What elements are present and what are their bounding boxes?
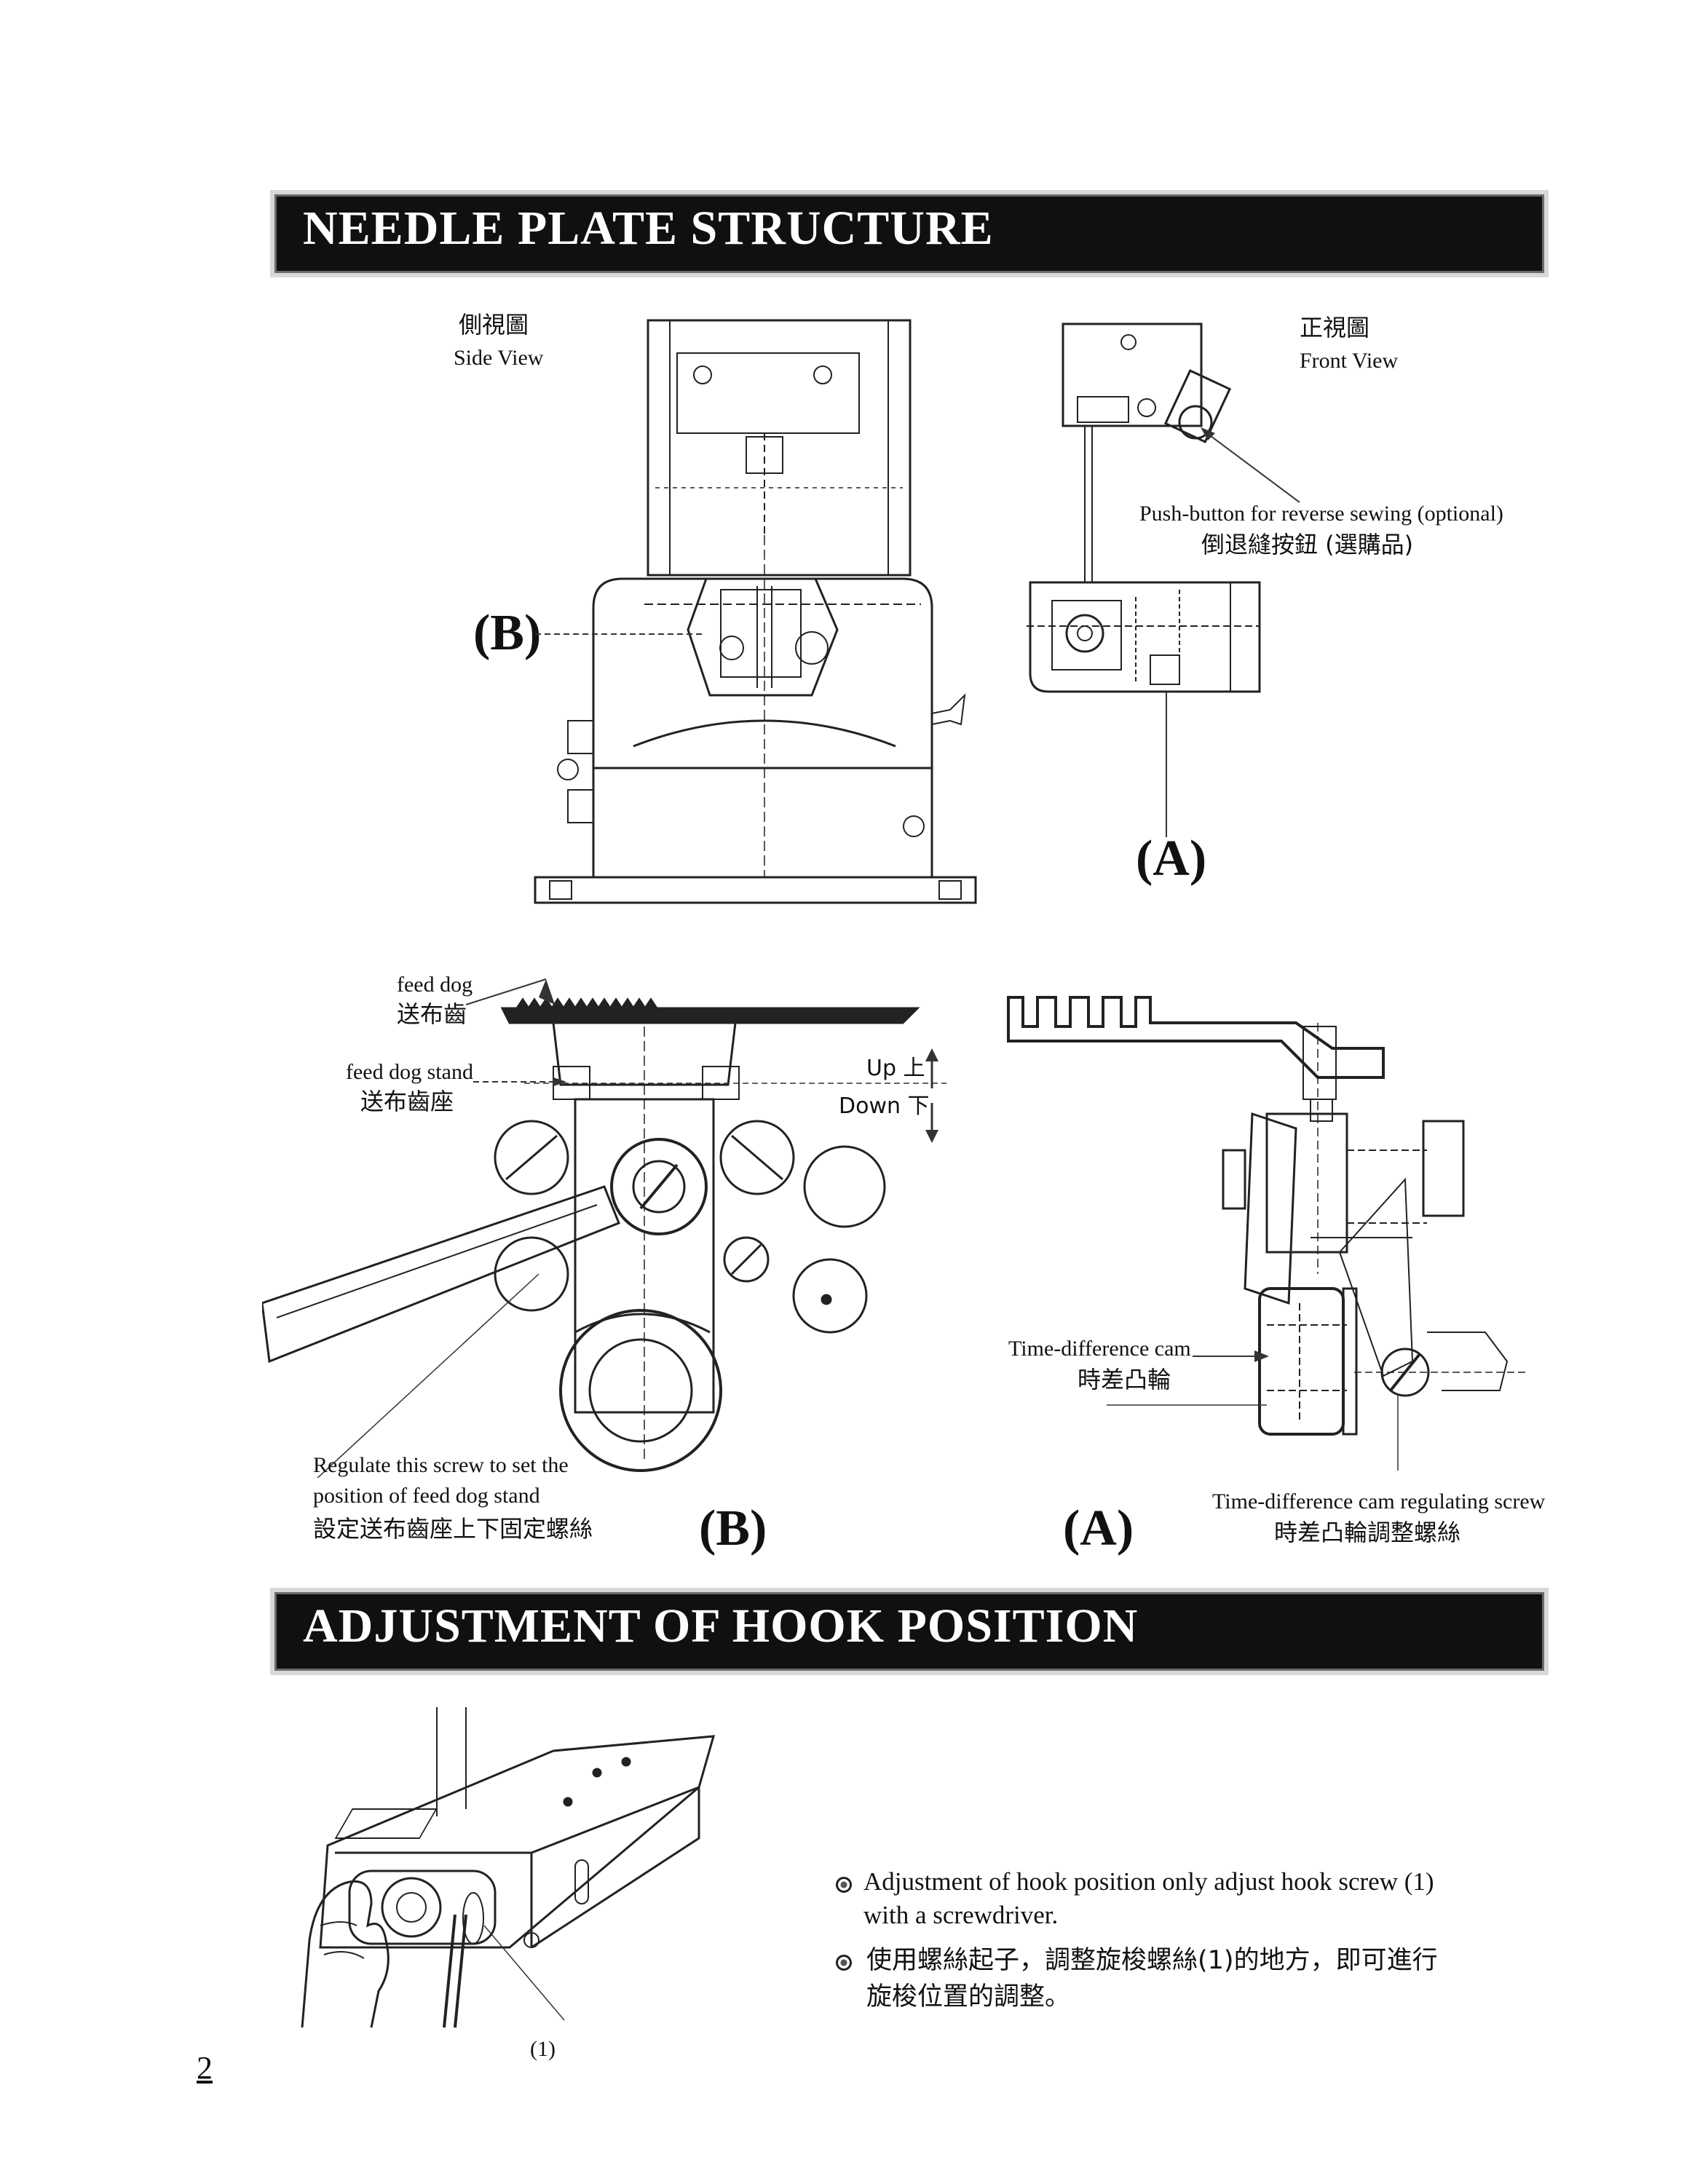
- hook-adjustment-drawing: [291, 1707, 757, 2035]
- detail-b-marker: (B): [699, 1500, 767, 1556]
- section-title-hook-position: ADJUSTMENT OF HOOK POSITION: [274, 1592, 1544, 1671]
- front-view-leader-line: [1166, 692, 1167, 837]
- side-view-label-zh: 側視圖: [459, 311, 529, 339]
- cam-screw-label-zh: 時差凸輪調整螺絲: [1274, 1519, 1461, 1546]
- hook-instruction-en: Adjustment of hook position only adjust …: [863, 1867, 1434, 1929]
- front-view-drawing: [1027, 320, 1267, 713]
- feed-dog-label-zh: 送布齒: [397, 1000, 467, 1028]
- bullet-icon: [836, 1877, 852, 1893]
- front-view-label-en: Front View: [1300, 349, 1399, 373]
- detail-a-marker: (A): [1063, 1500, 1134, 1556]
- section-title-needle-plate: NEEDLE PLATE STRUCTURE: [274, 194, 1544, 273]
- side-view-label-en: Side View: [454, 346, 544, 370]
- bullet-icon: [836, 1955, 852, 1971]
- detail-a-drawing: [1005, 983, 1529, 1471]
- regulate-screw-label-en-2: position of feed dog stand: [313, 1484, 540, 1508]
- down-label: Down 下: [839, 1093, 930, 1119]
- up-down-arrows: [925, 1048, 938, 1143]
- feed-dog-stand-label-en: feed dog stand: [346, 1060, 473, 1084]
- feed-dog-label-en: feed dog: [397, 973, 473, 997]
- cam-label-en: Time-difference cam: [1008, 1337, 1191, 1361]
- cam-leader-arrow: [1193, 1350, 1269, 1362]
- cam-label-zh: 時差凸輪: [1078, 1366, 1171, 1393]
- side-view-leader-line: [535, 633, 703, 635]
- feed-dog-leader-arrow: [466, 978, 555, 1005]
- hook-screw-callout: (1): [530, 2037, 556, 2061]
- front-view-marker-a: (A): [1136, 831, 1207, 887]
- feed-dog-stand-label-zh: 送布齒座: [360, 1088, 454, 1115]
- detail-b-drawing: [262, 968, 946, 1478]
- cam-screw-label-en: Time-difference cam regulating screw: [1212, 1489, 1546, 1514]
- side-view-drawing: [524, 317, 990, 910]
- push-button-label-zh: 倒退縫按鈕 (選購品): [1201, 531, 1414, 558]
- feed-dog-stand-leader-arrow: [473, 1077, 566, 1086]
- side-view-marker-b: (B): [473, 605, 542, 661]
- front-view-label-zh: 正視圖: [1300, 314, 1370, 341]
- regulate-screw-label-zh: 設定送布齒座上下固定螺絲: [313, 1515, 593, 1543]
- hook-instruction-zh: 使用螺絲起子，調整旋梭螺絲(1)的地方，即可進行 旋梭位置的調整。: [866, 1946, 1438, 2011]
- up-label: Up 上: [866, 1056, 925, 1081]
- regulate-screw-label-en-1: Regulate this screw to set the: [313, 1453, 569, 1477]
- page-number: 2: [197, 2050, 213, 2086]
- push-button-leader-arrow: [1201, 427, 1300, 503]
- push-button-label-en: Push-button for reverse sewing (optional…: [1139, 502, 1503, 526]
